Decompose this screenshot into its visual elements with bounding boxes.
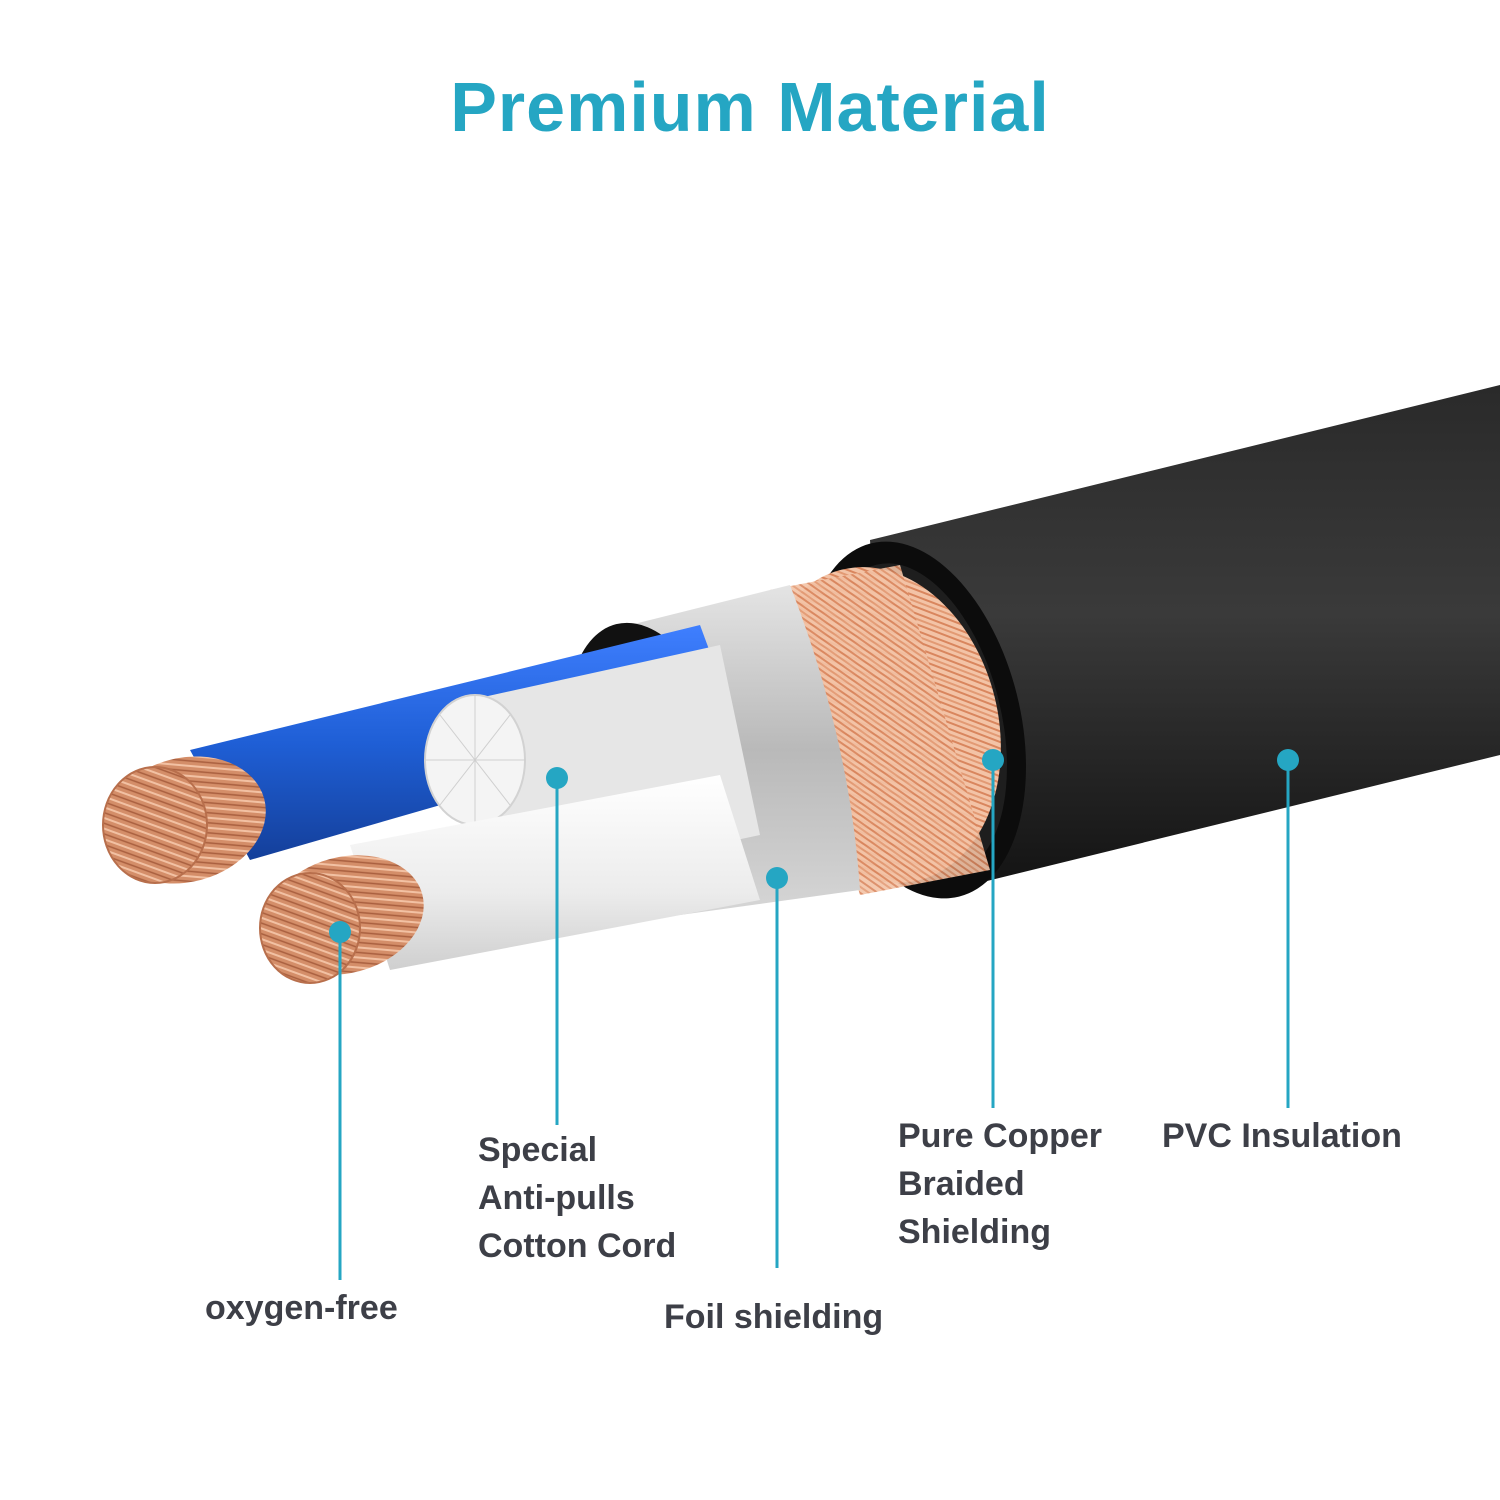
label-pvc-insulation: PVC Insulation <box>1162 1112 1402 1160</box>
conductor-dot <box>329 921 351 943</box>
pvc-dot <box>1277 749 1299 771</box>
label-line: Shielding <box>898 1208 1102 1256</box>
label-oxygen-free: oxygen-free <box>205 1284 398 1332</box>
braid-dot <box>982 749 1004 771</box>
label-cotton-cord: Special Anti-pulls Cotton Cord <box>478 1126 676 1270</box>
label-line: Foil shielding <box>664 1293 883 1341</box>
label-line: Pure Copper <box>898 1112 1102 1160</box>
label-line: Special <box>478 1126 676 1174</box>
page-title: Premium Material <box>0 72 1500 142</box>
label-foil-shielding: Foil shielding <box>664 1293 883 1341</box>
label-line: Braided <box>898 1160 1102 1208</box>
label-line: PVC Insulation <box>1162 1112 1402 1160</box>
cord-dot <box>546 767 568 789</box>
label-line: Anti-pulls <box>478 1174 676 1222</box>
label-line: oxygen-free <box>205 1284 398 1332</box>
label-copper-braid: Pure Copper Braided Shielding <box>898 1112 1102 1256</box>
foil-dot <box>766 867 788 889</box>
label-line: Cotton Cord <box>478 1222 676 1270</box>
